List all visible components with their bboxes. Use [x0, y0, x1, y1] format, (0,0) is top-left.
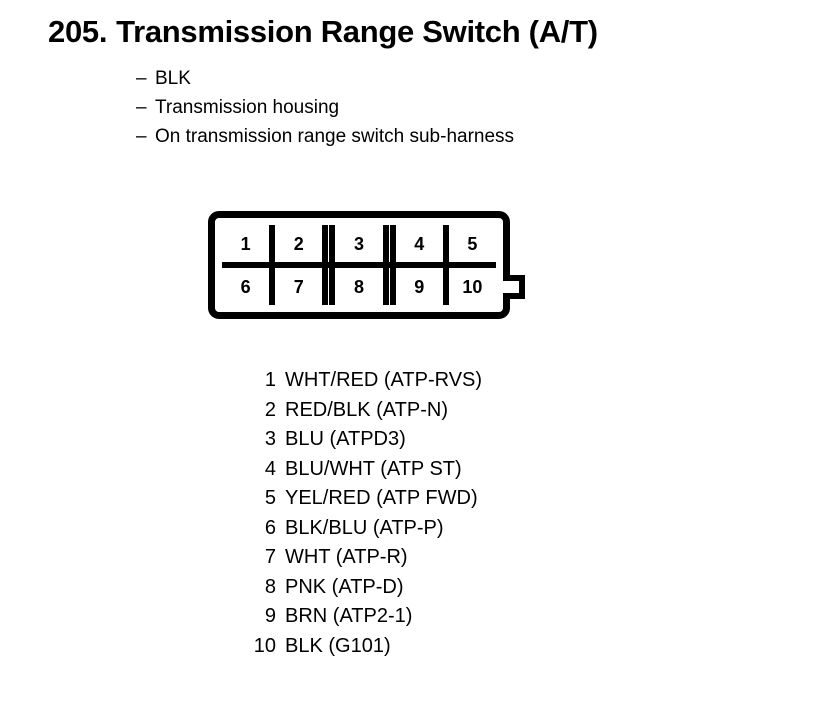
pin-list-item: 8 PNK (ATP-D) — [248, 573, 482, 603]
note-item: – On transmission range switch sub-harne… — [136, 122, 756, 151]
page-title: 205.Transmission Range Switch (A/T) — [48, 13, 598, 51]
pin-list-item: 4 BLU/WHT (ATP ST) — [248, 455, 482, 485]
pin-list-label: WHT (ATP-R) — [285, 546, 408, 568]
pin-row-bottom: 6 7 8 9 10 — [222, 268, 496, 305]
dash-icon: – — [136, 68, 147, 89]
pin-cell-5: 5 — [467, 233, 478, 254]
note-item: – BLK — [136, 64, 756, 93]
pin-list-label: BLK/BLU (ATP-P) — [285, 516, 444, 539]
pin-list-number: 3 — [264, 428, 276, 450]
pin-list-label: BLU (ATPD3) — [285, 428, 406, 450]
pin-cell-7: 7 — [275, 268, 336, 305]
pin-list-number: 4 — [264, 457, 276, 480]
pin-list-number: 10 — [253, 634, 276, 657]
pin-list-number: 9 — [264, 605, 276, 627]
note-item: – Transmission housing — [136, 93, 756, 122]
pin-list-item: 1 WHT/RED (ATP-RVS) — [248, 366, 482, 396]
dash-icon: – — [136, 97, 147, 118]
note-item-label: BLK — [155, 68, 191, 89]
pin-list-number: 6 — [264, 516, 276, 539]
connector-body: 1 2 3 4 5 6 7 8 9 10 — [208, 211, 510, 319]
pin-list-label: PNK (ATP-D) — [285, 575, 404, 598]
pin-list-item: 3 BLU (ATPD3) — [248, 425, 482, 455]
connector-diagram: 1 2 3 4 5 6 7 8 9 10 — [208, 211, 525, 319]
pin-list-label: RED/BLK (ATP-N) — [285, 398, 448, 421]
page-title-number: 205. — [48, 14, 108, 49]
pin-cell-4: 4 — [396, 225, 449, 262]
pin-list-number: 1 — [264, 369, 276, 391]
pin-list-label: YEL/RED (ATP FWD) — [285, 487, 478, 509]
connector-latch-tab — [503, 275, 525, 299]
pin-list-item: 2 RED/BLK (ATP-N) — [248, 396, 482, 426]
pin-list-number: 5 — [264, 487, 276, 509]
pin-list-item: 9 BRN (ATP2-1) — [248, 602, 482, 632]
pin-list-label: BRN (ATP2-1) — [285, 605, 413, 627]
pin-list-number: 8 — [264, 575, 276, 598]
pin-assignment-list: 1 WHT/RED (ATP-RVS) 2 RED/BLK (ATP-N) 3 … — [248, 366, 482, 661]
pin-list-label: WHT/RED (ATP-RVS) — [285, 369, 483, 391]
pin-list-number: 7 — [264, 546, 276, 568]
pin-list-number: 2 — [264, 398, 276, 421]
pin-list-item: 7 WHT (ATP-R) — [248, 543, 482, 573]
pin-cell-9: 9 — [396, 268, 449, 305]
page-title-text: Transmission Range Switch (A/T) — [116, 14, 598, 49]
pin-cell-10: 10 — [462, 276, 483, 297]
pin-row-top: 1 2 3 4 5 — [222, 225, 496, 268]
pin-cell-8: 8 — [335, 268, 396, 305]
pin-cell-6: 6 — [222, 268, 276, 305]
dash-icon: – — [136, 126, 147, 147]
pin-list-item: 10 BLK (G101) — [248, 632, 482, 662]
pin-cell-3: 3 — [335, 225, 396, 262]
pin-list-label: BLK (G101) — [285, 634, 391, 657]
note-item-label: Transmission housing — [155, 97, 340, 118]
pin-list-item: 5 YEL/RED (ATP FWD) — [248, 484, 482, 514]
notes-list: – BLK – Transmission housing – On transm… — [136, 64, 756, 151]
pin-cell-1: 1 — [222, 225, 276, 262]
pin-cell-2: 2 — [275, 225, 336, 262]
pin-grid: 1 2 3 4 5 6 7 8 9 10 — [222, 225, 496, 305]
pin-list-label: BLU/WHT (ATP ST) — [285, 457, 462, 480]
note-item-label: On transmission range switch sub-harness — [155, 126, 515, 147]
pin-list-item: 6 BLK/BLU (ATP-P) — [248, 514, 482, 544]
